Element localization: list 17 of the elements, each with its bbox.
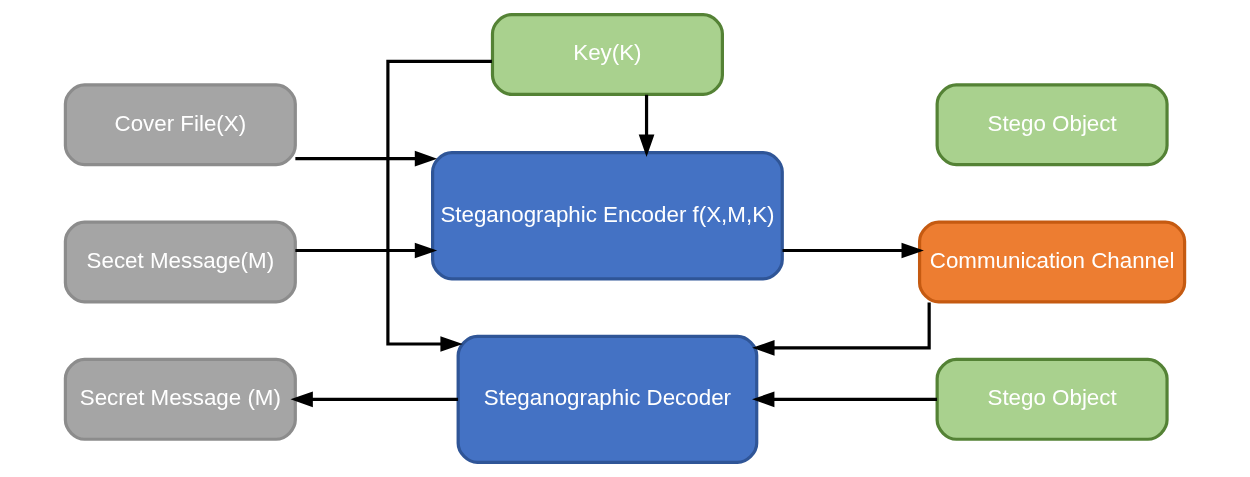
arrow <box>752 302 931 356</box>
node-box: Secet Message(M) <box>63 220 297 304</box>
arrow <box>752 391 937 408</box>
node-box: Communication Channel <box>918 220 1187 304</box>
node-box: Stego Object <box>935 357 1169 441</box>
node-box: Stego Object <box>935 83 1169 167</box>
node-box: Secret Message (M) <box>63 357 297 441</box>
node-box: Steganographic Encoder f(X,M,K) <box>431 151 784 281</box>
arrow <box>295 150 438 167</box>
arrow <box>295 242 438 259</box>
arrow <box>386 59 492 352</box>
node-box: Steganographic Decoder <box>456 334 759 465</box>
arrow <box>782 242 924 259</box>
arrow <box>638 94 655 157</box>
arrow <box>290 391 459 408</box>
node-box: Key(K) <box>490 12 724 96</box>
node-box: Cover File(X) <box>63 83 297 167</box>
